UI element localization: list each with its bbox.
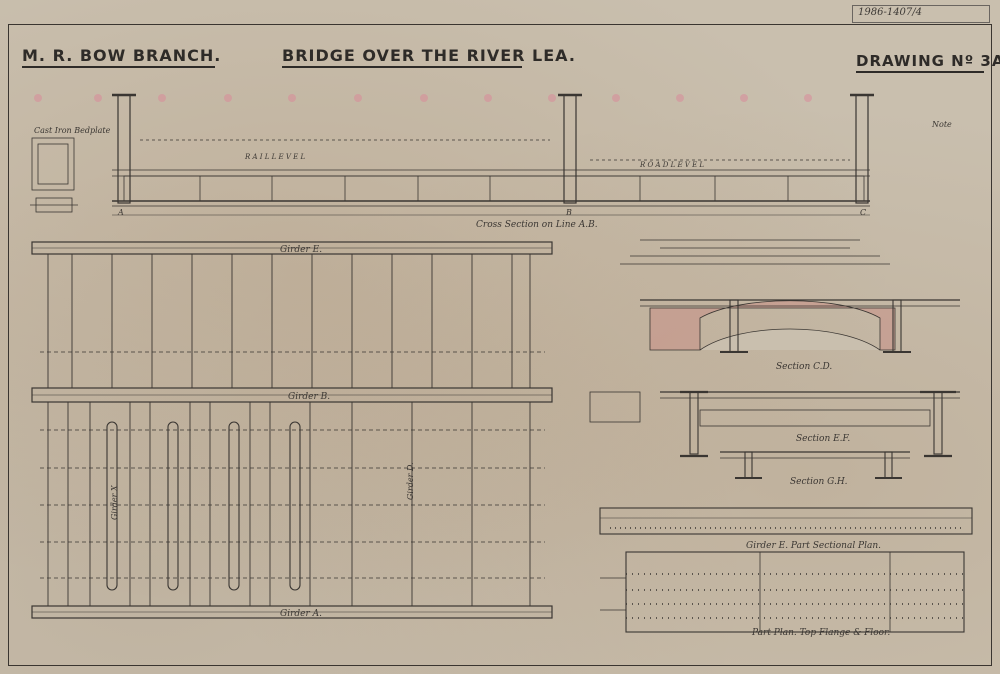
label-point-b: B (566, 208, 572, 217)
label-notes-heading: Note (932, 120, 952, 129)
title-center-underline (282, 66, 522, 68)
label-girder-e: Girder E. (280, 245, 323, 255)
title-left-underline (22, 66, 215, 68)
title-left: M. R. BOW BRANCH. (22, 46, 222, 65)
title-center: BRIDGE OVER THE RIVER LEA. (282, 46, 576, 65)
label-cross-section: Cross Section on Line A.B. (476, 220, 598, 230)
label-part-plan: Part Plan. Top Flange & Floor. (752, 628, 891, 638)
label-girder-x: Girder X (110, 485, 119, 520)
drawing-number-underline (856, 71, 984, 73)
label-section-ef: Section E.F. (796, 434, 851, 444)
label-rail-level: R A I L L E V E L (245, 153, 306, 161)
level-diagram (620, 239, 890, 265)
sheet-border (8, 24, 992, 666)
cast-iron-bedplate (30, 137, 78, 213)
label-point-a: A (118, 208, 124, 217)
label-cast-iron-bedplate: Cast Iron Bedplate (34, 126, 111, 135)
label-section-cd: Section C.D. (776, 362, 833, 372)
part-plan-drawing (600, 551, 965, 633)
drawing-number: DRAWING Nº 3A (856, 52, 1000, 70)
label-girder-b: Girder B. (288, 392, 331, 402)
label-section-gh: Section G.H. (790, 477, 848, 487)
section-ef-drawing (589, 390, 960, 458)
section-cd-drawing (640, 299, 960, 353)
label-girder-d: Girder D. (406, 462, 415, 500)
label-girder-a: Girder A. (280, 609, 322, 619)
cross-section-drawing (112, 93, 874, 216)
label-road-level: R O A D L E V E L (640, 161, 705, 169)
girder-e-sectional-plan (599, 507, 973, 535)
reference-stamp-box (852, 5, 990, 23)
label-point-c: C (860, 208, 867, 217)
deck-plan (31, 241, 553, 619)
label-girder-e-plan: Girder E. Part Sectional Plan. (746, 541, 882, 551)
rivet-marks (34, 94, 812, 102)
section-gh-drawing (720, 451, 910, 479)
sheet-reference: 1986-1407/4 (858, 7, 923, 18)
